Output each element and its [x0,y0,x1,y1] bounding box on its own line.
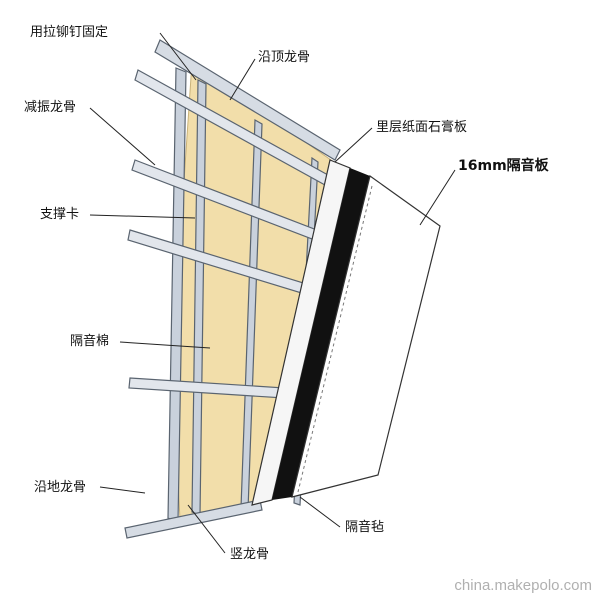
board-edge-hatch [297,185,373,493]
acoustic-board [291,174,441,498]
label-floor-track: 沿地龙骨 [34,480,87,495]
label-rivet: 用拉铆钉固定 [30,25,109,40]
label-sound-felt: 隔音毡 [345,520,385,535]
label-resilient-channel: 减振龙骨 [24,100,77,115]
label-inner-board: 里层纸面石膏板 [376,120,468,135]
label-insulation: 隔音棉 [70,334,110,349]
watermark-text: china.makepolo.com [454,577,592,594]
label-top-track: 沿顶龙骨 [258,50,311,65]
label-vertical-stud: 竖龙骨 [230,547,270,562]
sound-felt [272,168,370,500]
floor-track [124,499,263,539]
leader-lines [89,32,456,554]
label-acoustic-board: 16mm隔音板 [458,158,549,174]
top-track [154,39,341,161]
label-support-clip: 支撑卡 [40,207,80,222]
